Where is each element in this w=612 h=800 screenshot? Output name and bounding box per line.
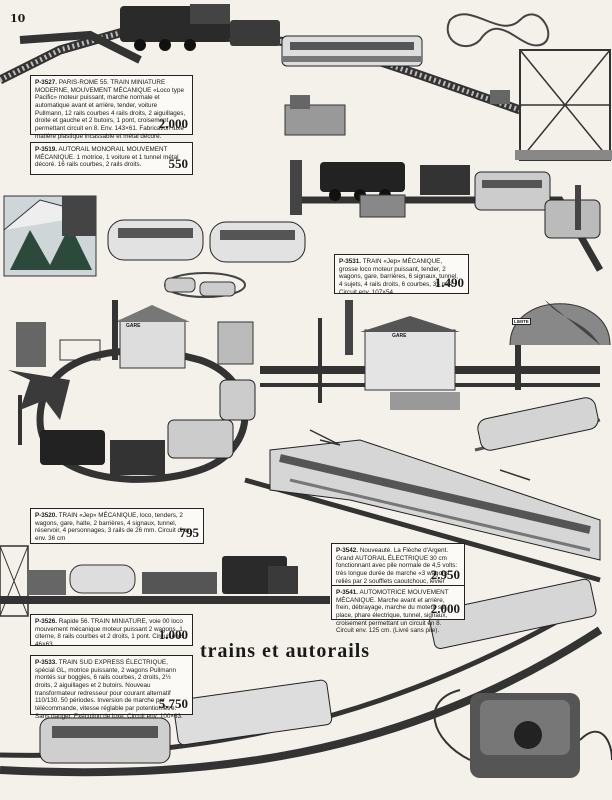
product-price: 1.000	[158, 627, 188, 643]
product-box-p3541: P-3541. AUTOMOTRICE MOUVEMENT MÉCANIQUE.…	[331, 585, 465, 634]
product-description: Rapide 56. TRAIN MINIATURE, voie 00 loco…	[35, 618, 184, 649]
monorail-tunnel	[3, 195, 97, 277]
section-heading: trains et autorails	[200, 640, 371, 662]
product-price: 5.750	[158, 696, 188, 712]
product-ref: P-3527.	[35, 79, 58, 86]
crossing-gate	[284, 90, 510, 136]
freight-train	[0, 545, 330, 617]
page-number: 10	[10, 12, 26, 25]
station-scene-left	[8, 300, 256, 483]
product-description: AUTORAIL MONORAIL MOUVEMENT MÉCANIQUE. 1…	[35, 146, 179, 169]
product-box-p3542: P-3542. Nouveauté. La Flèche d'Argent. G…	[331, 543, 465, 608]
product-price: 2.950	[430, 567, 460, 583]
fleche-argent-autorail	[244, 429, 601, 583]
figure-eight-track	[446, 13, 550, 47]
steam-locomotive-top	[120, 4, 280, 51]
product-price: 2.000	[430, 601, 460, 617]
product-ref: P-3519.	[35, 146, 58, 153]
product-ref: P-3542.	[336, 547, 359, 554]
product-box-p3519: P-3519. AUTORAIL MONORAIL MOUVEMENT MÉCA…	[30, 142, 193, 175]
product-description: PARIS-ROME 55. TRAIN MINIATURE MODERNE, …	[35, 79, 186, 140]
product-ref: P-3541.	[336, 589, 359, 596]
small-autorail-right	[474, 397, 601, 452]
product-ref: P-3526.	[35, 618, 58, 625]
transformer-box	[433, 689, 612, 778]
bridge-top-right	[515, 49, 612, 161]
tunnel-sign: LIMITE	[512, 318, 531, 325]
product-box-p3533: P-3533. TRAIN SUD EXPRESS ÉLECTRIQUE, sp…	[30, 655, 193, 720]
product-ref: P-3531.	[339, 258, 362, 265]
product-description: TRAIN SUD EXPRESS ÉLECTRIQUE, spécial GL…	[35, 659, 183, 720]
product-ref: P-3533.	[35, 659, 58, 666]
station-sign-middle: GARE	[392, 333, 407, 339]
jep-train-middle	[290, 160, 604, 272]
product-box-p3527: P-3527. PARIS-ROME 55. TRAIN MINIATURE M…	[30, 75, 193, 140]
product-price: 795	[179, 525, 200, 541]
monorail-autorail	[107, 219, 306, 298]
product-ref: P-3520.	[35, 512, 58, 519]
product-description: TRAIN «Jep» MÉCANIQUE, grosse loco moteu…	[339, 258, 459, 296]
product-box-p3520: P-3520. TRAIN «Jep» MÉCANIQUE, loco, ten…	[30, 508, 204, 544]
pullman-car-top	[281, 35, 423, 67]
sud-express-train	[0, 578, 603, 777]
product-description: TRAIN «Jep» MÉCANIQUE, loco, tenders, 2 …	[35, 512, 193, 543]
product-price: 2.000	[158, 116, 188, 132]
product-price: 550	[168, 156, 189, 172]
station-scene-middle	[260, 300, 611, 410]
product-description: AUTOMOTRICE MOUVEMENT MÉCANIQUE. Marche …	[336, 589, 449, 635]
product-box-p3526: P-3526. Rapide 56. TRAIN MINIATURE, voie…	[30, 614, 193, 649]
product-box-p3531: P-3531. TRAIN «Jep» MÉCANIQUE, grosse lo…	[334, 254, 469, 296]
product-price: 1.490	[434, 275, 464, 291]
station-sign-left: GARE	[126, 323, 141, 329]
